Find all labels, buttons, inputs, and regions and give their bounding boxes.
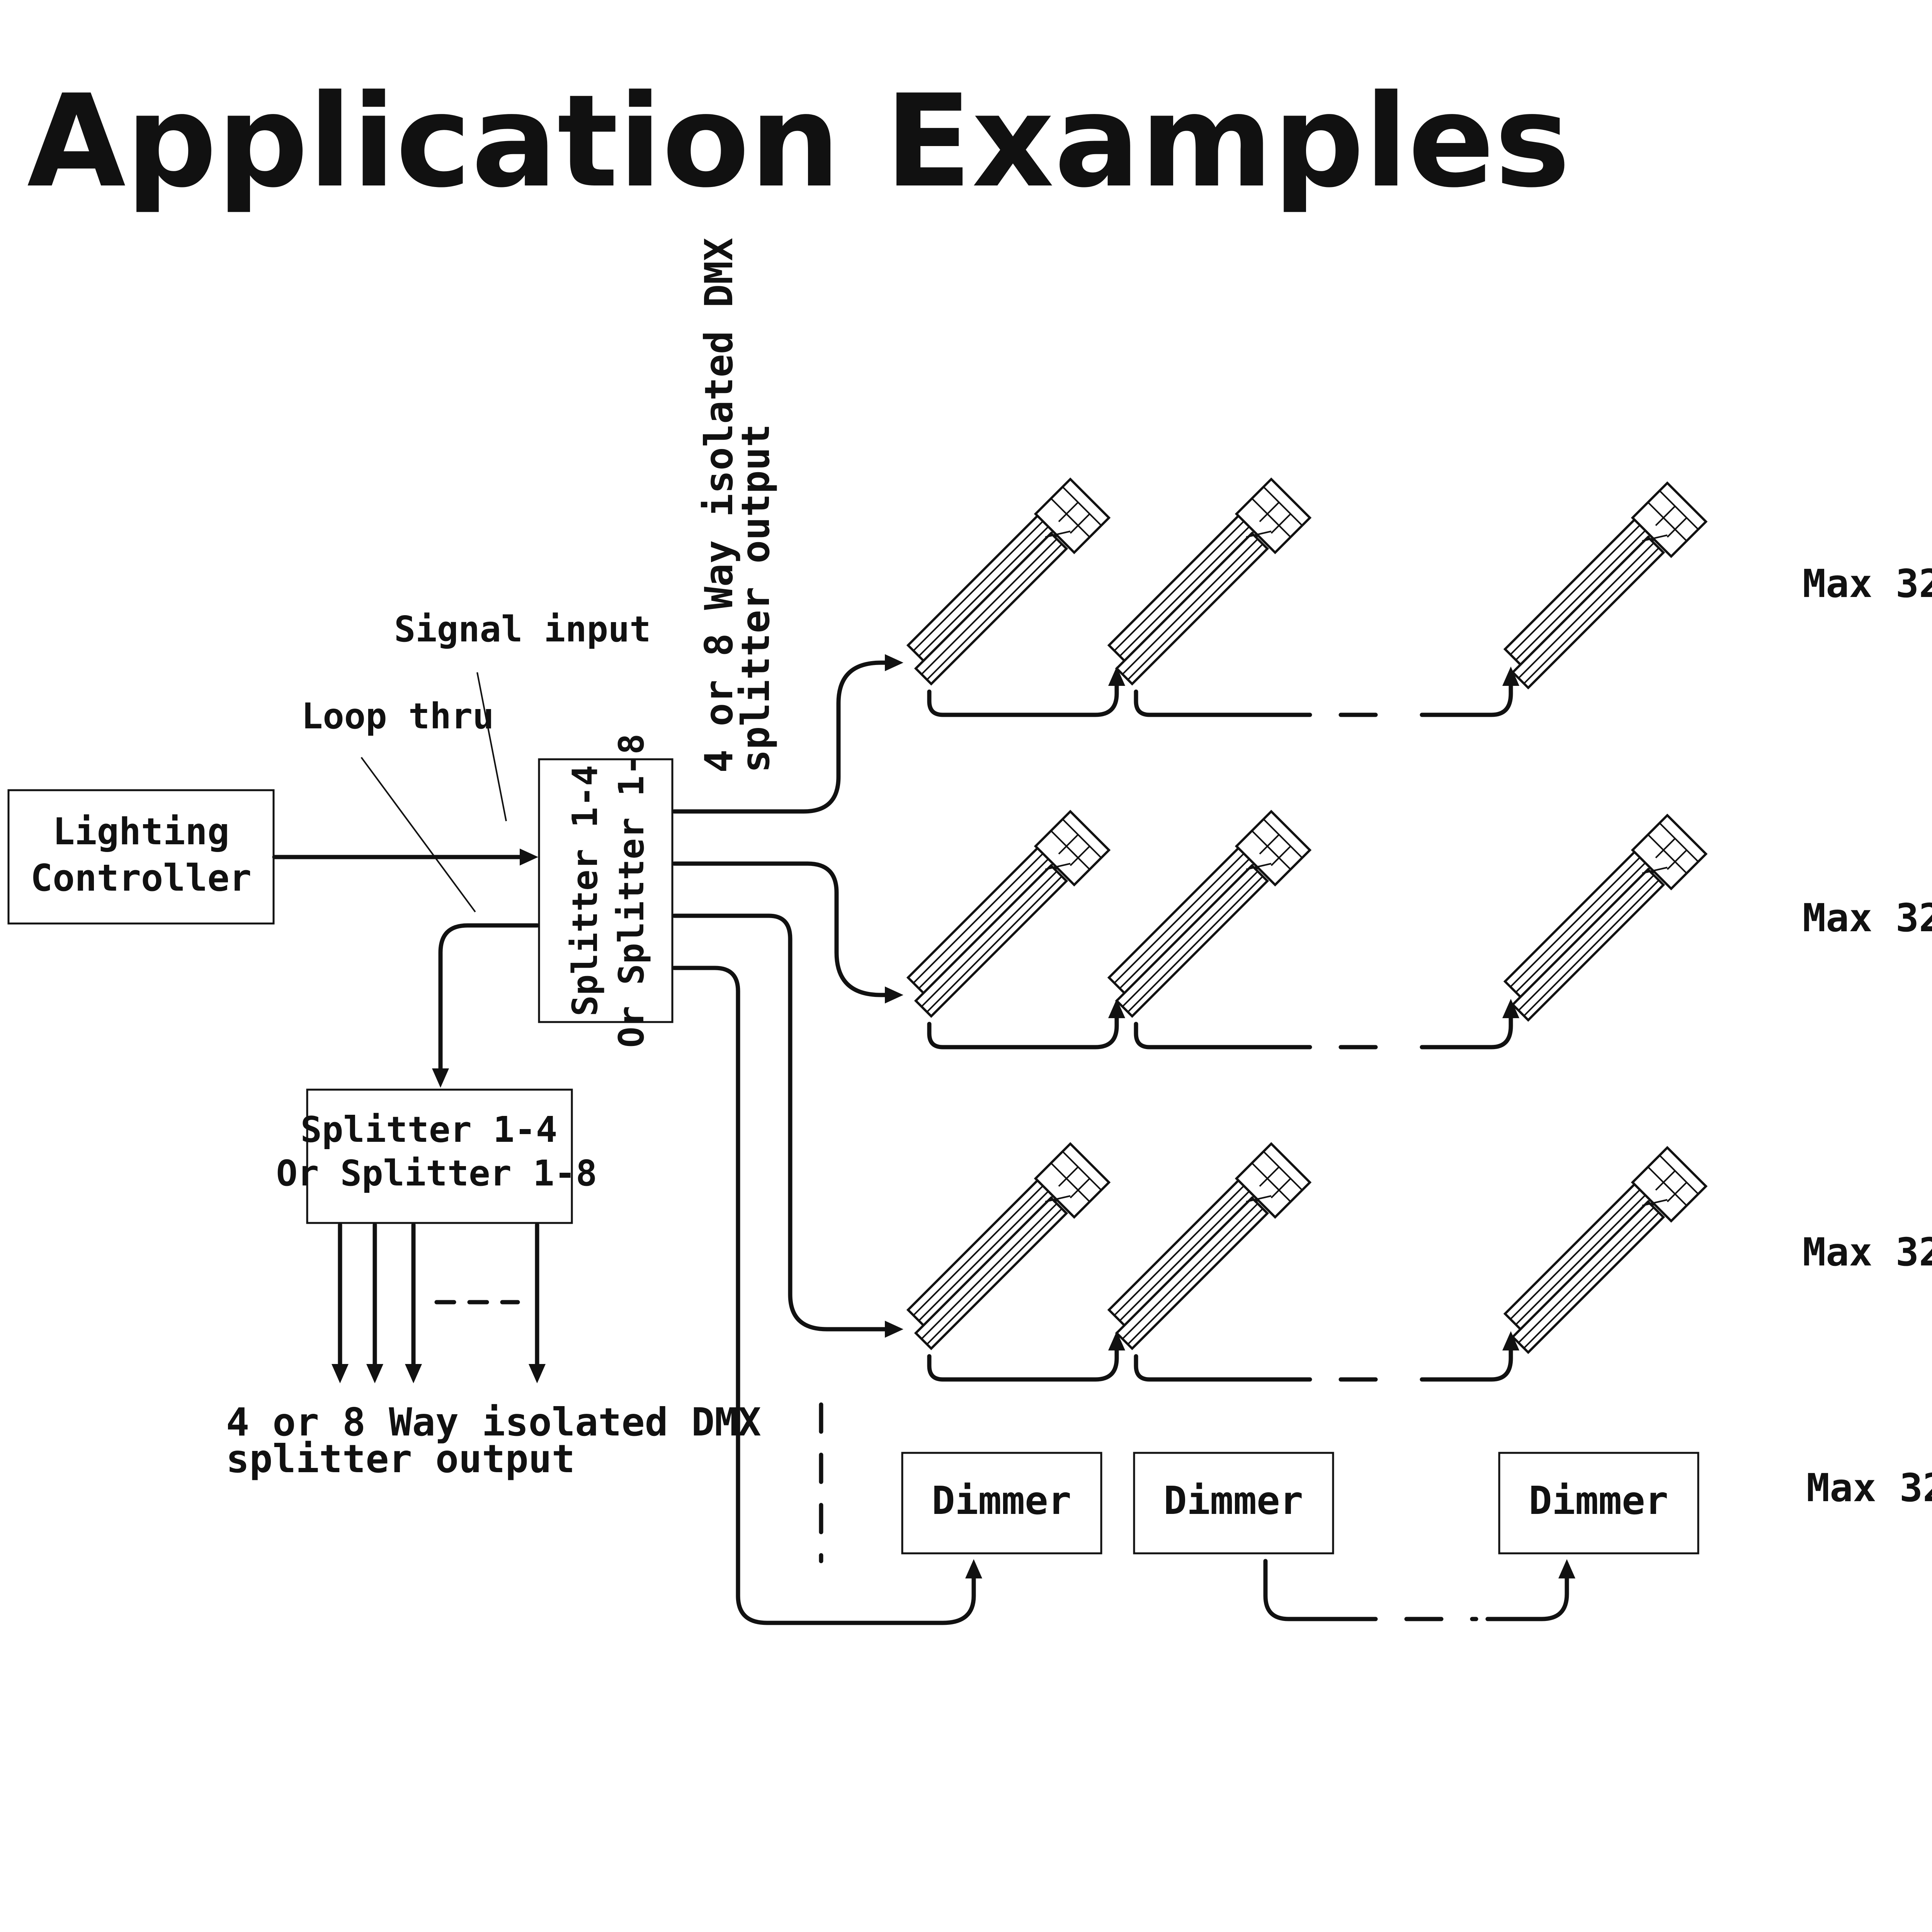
loop-thru-wire bbox=[438, 923, 539, 1071]
dimmer-label: Dimmer bbox=[932, 1478, 1071, 1523]
max-label-row1: Max 32 bbox=[1803, 561, 1932, 606]
lighting-controller-label-line2: Controller bbox=[31, 857, 252, 900]
fixture-icon bbox=[908, 811, 1109, 1016]
dimmer-box-3: Dimmer bbox=[1498, 1452, 1699, 1554]
max-label-row2: Max 32 bbox=[1803, 895, 1932, 940]
signal-input-pointer bbox=[476, 672, 507, 821]
sub-splitter-outputs bbox=[332, 1223, 546, 1383]
dimmer-label: Dimmer bbox=[1163, 1478, 1303, 1523]
lighting-controller-label-line1: Lighting bbox=[53, 811, 230, 853]
output-wire-row1 bbox=[672, 660, 887, 814]
main-splitter-box: Splitter 1-4 Or Splitter 1-8 bbox=[538, 734, 673, 1048]
output-wire-row2 bbox=[672, 861, 887, 997]
fixture-icon bbox=[908, 1144, 1109, 1349]
output-wire-dimmers bbox=[672, 966, 976, 1625]
sub-splitter-box: Splitter 1-4 Or Splitter 1-8 bbox=[276, 1088, 597, 1224]
fixture-icon bbox=[1109, 1144, 1310, 1349]
fixture-row-3 bbox=[908, 1144, 1706, 1382]
dimmer-chain-wire bbox=[1263, 1559, 1343, 1621]
output-label-bottom-line1: 4 or 8 Way isolated DMX bbox=[226, 1400, 761, 1445]
max-label-dimmers: Max 32 bbox=[1806, 1465, 1932, 1510]
signal-input-label: Signal input bbox=[394, 609, 651, 650]
fixture-row-1 bbox=[908, 479, 1706, 717]
dimmer-box-1: Dimmer bbox=[901, 1452, 1102, 1554]
fixture-row-2 bbox=[908, 811, 1706, 1049]
fixture-icon bbox=[1109, 811, 1310, 1016]
max-label-row3: Max 32 bbox=[1803, 1230, 1932, 1275]
sub-splitter-label-line1: Splitter 1-4 bbox=[301, 1109, 558, 1150]
fixture-icon bbox=[1505, 1148, 1706, 1352]
main-splitter-label-line2: Or Splitter 1-8 bbox=[611, 734, 652, 1048]
loop-thru-label: Loop thru bbox=[301, 696, 494, 737]
sub-splitter-label-line2: Or Splitter 1-8 bbox=[276, 1153, 597, 1194]
output-label-bottom-line2: splitter output bbox=[226, 1436, 575, 1481]
main-splitter-label-line1: Splitter 1-4 bbox=[565, 765, 605, 1016]
output-wire-row3 bbox=[672, 913, 887, 1332]
lighting-controller-box: Lighting Controller bbox=[7, 789, 275, 925]
page-title: Application Examples bbox=[27, 67, 1570, 216]
loop-thru-pointer bbox=[361, 757, 476, 913]
dimmer-box-2: Dimmer bbox=[1133, 1452, 1334, 1554]
fixture-icon bbox=[1505, 815, 1706, 1020]
fixture-icon bbox=[908, 479, 1109, 684]
output-label-top-line2: splitter output bbox=[733, 424, 778, 773]
fixture-icon bbox=[1109, 479, 1310, 684]
output-label-top-line1: 4 or 8 Way isolated DMX bbox=[696, 238, 742, 773]
fixture-icon bbox=[1505, 483, 1706, 688]
dimmer-label: Dimmer bbox=[1529, 1478, 1668, 1523]
